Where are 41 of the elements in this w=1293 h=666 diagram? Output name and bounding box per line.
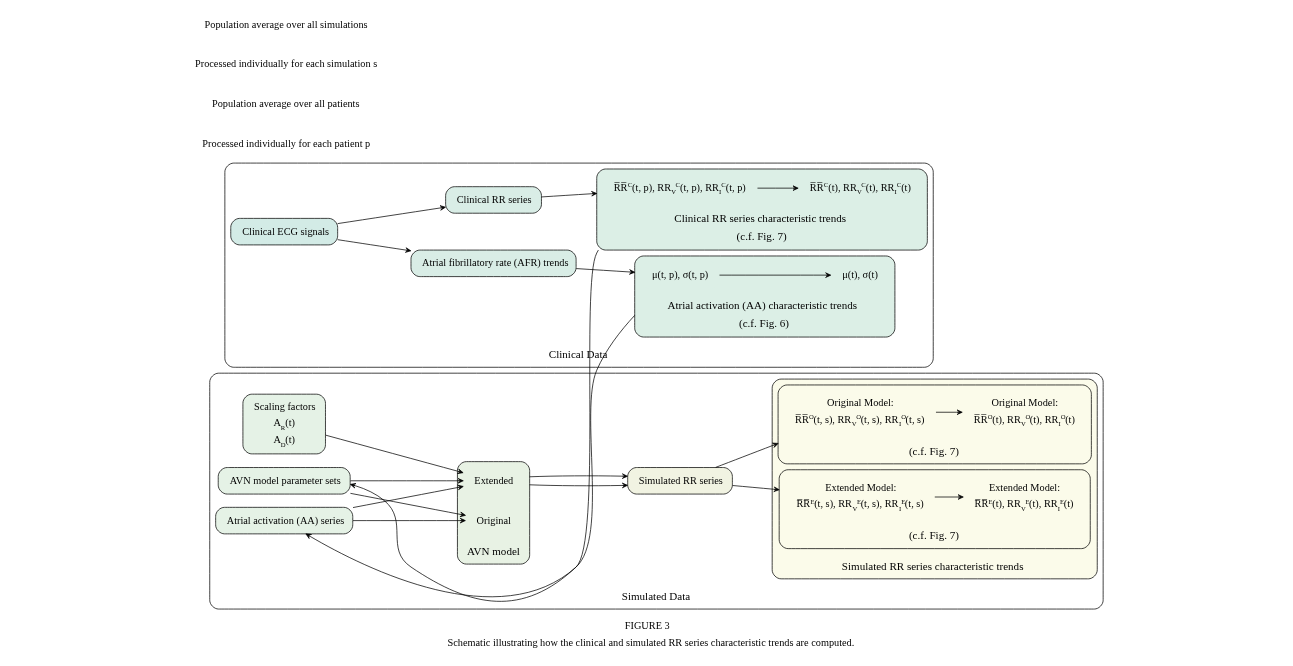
node-box: Simulated RR series [627,467,733,495]
node-text: Extended [474,474,514,486]
node-text: R̅R̅$^{C}$(t, p), RR$_{V}$$^{C}$(t, p), RR$_{I}$$^{C}$(t, p) [613,181,746,196]
node-box: Clinical RR series [445,186,542,214]
arrow [352,517,466,524]
arrow [325,434,464,474]
node-text: Original [476,514,511,526]
arrow [757,185,799,191]
node-box: AVN model parameter sets [217,467,351,495]
caption: Schematic illustrating how the clinical and simulated RR series characteristic trends are computed. [447,637,855,649]
node-box: Clinical ECG signals [230,218,338,246]
node-text: Extended Model: R̅R̅$^{E}$(t, s), RR$_{V}$$^{E}$(t, s), RR$_{I}$$^{E}$(t, s) [796,482,924,512]
arrow [529,473,628,479]
arrow [719,272,832,278]
label: Population average over all patients [211,98,360,110]
node-text: Extended Model: R̅R̅$^{E}$(t), RR$_{V}$$^{E}$(t), RR$_{I}$$^{E}$(t) [974,482,1074,512]
label: Processed individually for each patient p [202,138,371,150]
node-text: μ(t), σ(t) [842,269,878,281]
arrow [352,484,464,508]
arrow [337,239,412,253]
node-box: Atrial activation (AA) series [215,506,354,535]
arrow [541,191,598,198]
node-box: Scaling factors A$_{R}$(t) A$_{D}$(t) [242,393,326,455]
arrow [934,494,964,500]
arrow [732,485,780,492]
arrow [337,205,446,224]
arrow [575,268,636,275]
label: Processed individually for each simulation s [195,58,378,70]
arrow [350,478,464,484]
node-text: R̅R̅$^{C}$(t), RR$_{V}$$^{C}$(t), RR$_{I}$$^{C}$(t) [809,181,911,196]
arrow [305,315,636,598]
arrow [350,492,466,518]
label: Population average over all simulations [204,18,368,30]
node-text: Original Model: R̅R̅$^{O}$(t), RR$_{V}$$^{O}$(t), RR$_{I}$$^{O}$(t) [973,397,1075,428]
arrow [935,409,963,415]
node-text: μ(t, p), σ(t, p) [652,269,709,281]
node-box: Atrial fibrillatory rate (AFR) trends [410,249,577,277]
diagram-title: FIGURE 3 [624,620,670,632]
node-text: Original Model: R̅R̅$^{O}$(t, s), RR$_{V}$$^{O}$(t, s), RR$_{I}$$^{O}$(t, s) [795,397,925,428]
arrow [715,442,779,468]
arrow [529,482,628,489]
